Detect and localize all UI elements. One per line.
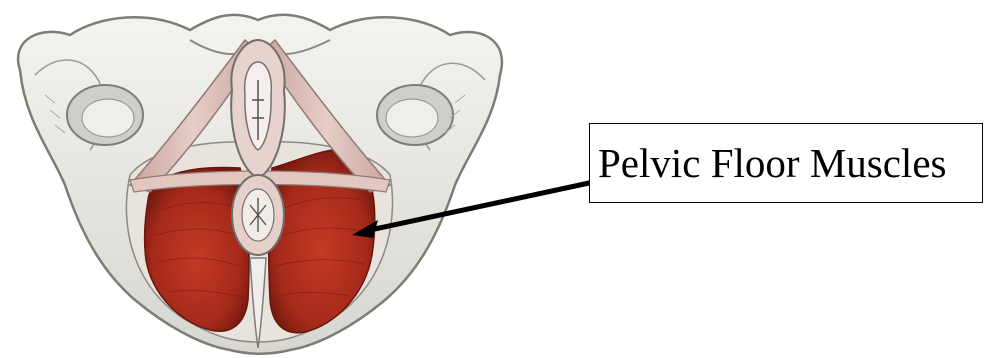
callout-box: Pelvic Floor Muscles [589, 123, 983, 203]
callout-label: Pelvic Floor Muscles [598, 143, 946, 184]
pelvis-illustration [0, 0, 520, 358]
